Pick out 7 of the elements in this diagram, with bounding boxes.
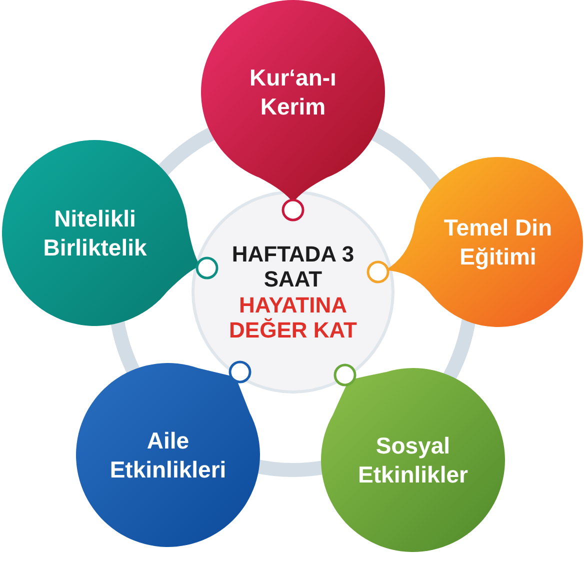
center-heading: HAYATINA DEĞER KAT: [228, 292, 358, 343]
bubble-label: Nitelikli Birliktelik: [42, 204, 148, 262]
bubble-label: Kur‘an-ı Kerim: [248, 63, 338, 121]
bubble-label: Aile Etkinlikleri: [108, 426, 228, 484]
bubble-label: Temel Din Eğitimi: [442, 213, 554, 271]
center-heading: HAFTADA 3 SAAT: [230, 241, 356, 292]
bubble-label: Sosyal Etkinlikler: [357, 431, 469, 489]
